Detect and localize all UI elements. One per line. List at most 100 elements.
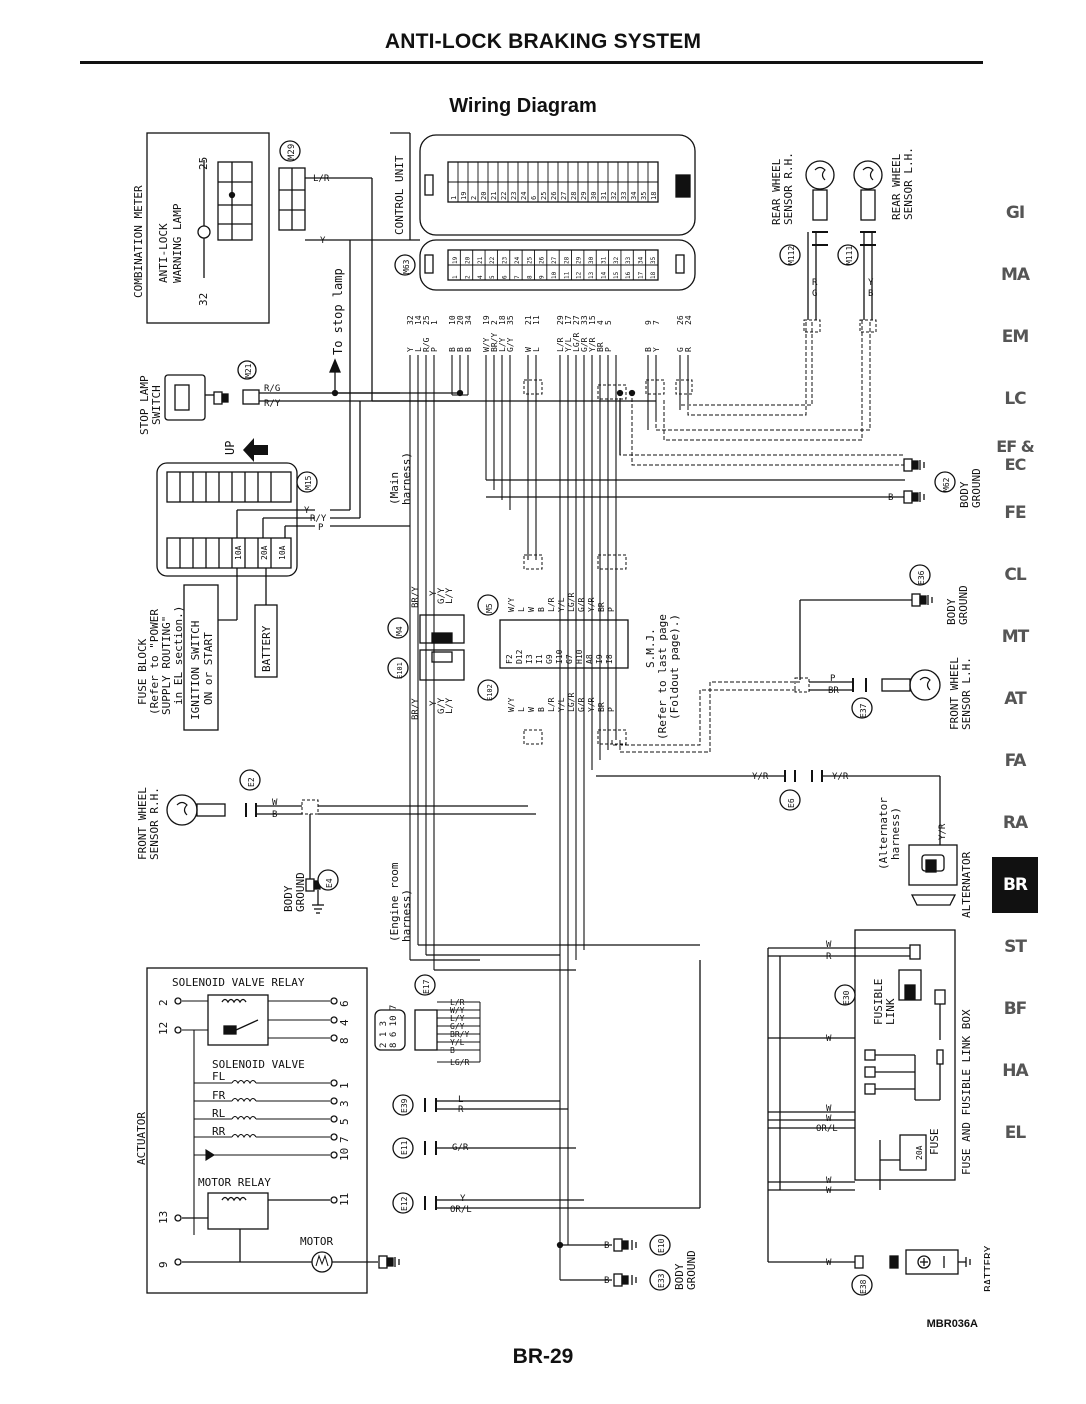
cu-wire-pin-cu_group3: 35 (506, 315, 515, 325)
svg-text:ALTERNATOR: ALTERNATOR (960, 851, 973, 918)
tab-ra[interactable]: RA (1002, 813, 1028, 833)
svg-text:B: B (604, 1276, 609, 1286)
m5-wire-color: L/R (547, 597, 556, 612)
cu-wire-pin-cu_group6: 7 (652, 320, 661, 325)
front-wheel-sensor-lh: FRONT WHEEL SENSOR L.H. P BR E37 (809, 657, 973, 730)
svg-text:FRONT WHEEL: FRONT WHEEL (948, 657, 961, 730)
cu-wire-color-cu_group6: Y (652, 347, 661, 352)
tab-el[interactable]: EL (1004, 1123, 1026, 1143)
svg-text:E33: E33 (657, 1273, 666, 1288)
cu-bottom-pin: 6 (502, 275, 509, 279)
to-stop-lamp: To stop lamp (329, 268, 345, 395)
tab-lc[interactable]: LC (1004, 389, 1026, 409)
m5-wire-color: B (537, 607, 546, 612)
actuator-pin: 13 (157, 1211, 170, 1224)
tab-cl[interactable]: CL (1004, 565, 1026, 585)
svg-text:FRONT WHEEL: FRONT WHEEL (136, 787, 149, 860)
svg-text:BODY: BODY (673, 1263, 686, 1290)
cu-top-pin: 27 (560, 192, 568, 200)
svg-text:G/Y: G/Y (437, 587, 447, 604)
svg-text:ACTUATOR: ACTUATOR (135, 1112, 148, 1165)
cu-top-pin: 20 (480, 192, 488, 200)
tab-ha[interactable]: HA (1002, 1061, 1028, 1081)
cu-bottom-pin: 18 (650, 271, 657, 279)
svg-text:SOLENOID VALVE: SOLENOID VALVE (212, 1058, 305, 1071)
cu-top-pin: 32 (610, 192, 618, 200)
rr-rh-wire-r: R (812, 278, 818, 288)
tab-fe[interactable]: FE (1004, 503, 1026, 523)
svg-text:IGNITION SWITCH: IGNITION SWITCH (189, 621, 202, 720)
tab-mt[interactable]: MT (1001, 627, 1029, 647)
cu-wire-color-cu_group5: L/R (556, 337, 565, 352)
svg-text:SENSOR R.H.: SENSOR R.H. (782, 152, 795, 225)
cu-bottom-pin: 35 (650, 256, 657, 264)
cu-wire-pin-cu_group4: 21 (524, 315, 533, 325)
fuse-wire-y: Y (304, 506, 310, 516)
tab-at[interactable]: AT (1004, 689, 1026, 709)
page-header-title: ANTI-LOCK BRAKING SYSTEM (384, 30, 702, 53)
smj-pin: G7 (565, 654, 574, 664)
svg-text:M63: M63 (402, 259, 411, 274)
tab-em[interactable]: EM (1001, 327, 1030, 347)
cu-top-pin: 2 (470, 196, 478, 200)
cu-bottom-pin: 26 (539, 256, 546, 264)
svg-text:OR/L: OR/L (450, 1205, 472, 1215)
cu-wire-color-cu_group3: BR/Y (490, 333, 499, 352)
cu-bottom-pin: 7 (514, 275, 521, 279)
tab-br[interactable]: BR (992, 857, 1038, 913)
m29-wire-y: Y (320, 236, 326, 246)
e102-wire-color: W (527, 707, 536, 712)
tab-ma[interactable]: MA (1000, 265, 1030, 285)
cu-top-pin: 28 (570, 192, 578, 200)
tab-bf[interactable]: BF (1003, 999, 1028, 1019)
cu-top-pin: 34 (630, 192, 638, 200)
cu-top-pin: 29 (580, 192, 588, 200)
diagram-title: Wiring Diagram (449, 95, 597, 117)
up-arrow: UP (223, 438, 268, 462)
cu-bottom-pin: 15 (613, 271, 620, 279)
tab-fa[interactable]: FA (1004, 751, 1027, 771)
rr-lh-wire-y: Y (868, 278, 874, 288)
rear-wheel-sensor-lh: REAR WHEEL SENSOR L.H. M111 Y B (837, 147, 915, 320)
cu-wire-color-cu_group2: B (464, 347, 473, 352)
tab-ef-ec[interactable]: EF & EC (996, 437, 1034, 474)
svg-text:BR: BR (828, 686, 839, 696)
svg-text:(Main: (Main (388, 472, 401, 505)
cu-top-pin: 6 (530, 196, 538, 200)
svg-text:harness): harness) (400, 889, 413, 942)
svg-text:W: W (272, 798, 278, 808)
fuse-block: 10A 20A 10A M15 Y R/Y P FUSE BLOCK (Refe… (136, 240, 410, 731)
svg-text:BODY: BODY (945, 598, 958, 625)
cu-wire-pin-cu_group1: 1 (430, 320, 439, 325)
cu-bottom-pin: 28 (563, 256, 570, 264)
rr-lh-wire-b: B (868, 289, 873, 299)
tab-gi[interactable]: GI (1005, 203, 1025, 223)
svg-text:BODY: BODY (958, 481, 971, 508)
actuator-pin: 7 (338, 1136, 351, 1143)
e102-wire-color: L/R (547, 697, 556, 712)
svg-text:M21: M21 (244, 363, 253, 378)
battery: W E38 BATTERY (768, 1245, 990, 1296)
svg-text:SENSOR L.H.: SENSOR L.H. (902, 147, 915, 220)
svg-text:10A: 10A (234, 545, 243, 560)
cu-wire-pin-cu_group4: 11 (532, 315, 541, 325)
front-wheel-sensor-rh: FRONT WHEEL SENSOR R.H. W B E2 (136, 769, 536, 880)
e102-wire-color: W/Y (507, 697, 516, 712)
actuator-pin: 11 (338, 1193, 351, 1206)
cu-top-pin: 26 (550, 192, 558, 200)
m5-wire-color: W/Y (507, 597, 516, 612)
wire-rg: R/G (264, 384, 280, 394)
cu-wire-color-cu_group4: W (524, 347, 533, 352)
cu-bottom-pin: 29 (576, 256, 583, 264)
warning-lamp-label-1: ANTI-LOCK (157, 223, 170, 283)
svg-text:B: B (604, 1241, 609, 1251)
svg-text:E102: E102 (486, 684, 494, 701)
svg-text:(Engine room: (Engine room (388, 862, 401, 942)
svg-text:FL: FL (212, 1070, 226, 1083)
svg-text:Y: Y (429, 700, 439, 706)
tab-st[interactable]: ST (1004, 937, 1027, 957)
main-harness-wires (409, 355, 689, 1280)
svg-text:E38: E38 (859, 1279, 868, 1294)
svg-text:in EL section.): in EL section.) (172, 606, 185, 705)
